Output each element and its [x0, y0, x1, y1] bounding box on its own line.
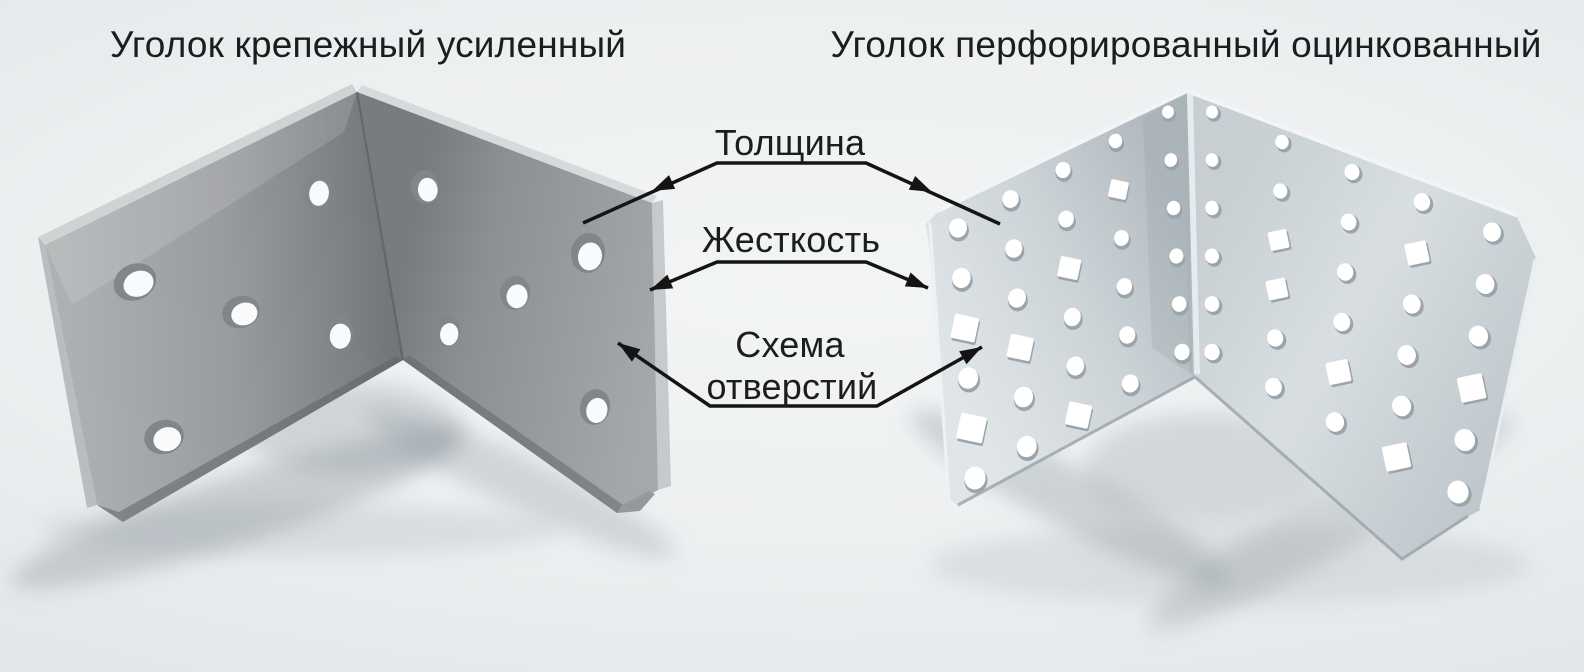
left-bracket: [38, 84, 671, 522]
right-bracket-right-wing: [1187, 91, 1536, 560]
arrowhead-icon: [618, 343, 641, 362]
arrowhead-icon: [652, 175, 676, 191]
callout-hole-pattern-label-line1: Схема: [735, 324, 845, 365]
arrowhead-icon: [908, 176, 932, 192]
left-product-title: Уголок крепежный усиленный: [109, 24, 627, 65]
callout-arrow-hole-pattern: [617, 341, 983, 408]
callout-arrow-rigidity: [649, 260, 929, 292]
arrowhead-icon: [904, 272, 928, 288]
callout-hole-pattern-label-line2: отверстий: [706, 366, 878, 407]
arrowhead-icon: [959, 347, 982, 365]
left-bracket-holes: [113, 170, 611, 455]
callout-arrows: [582, 161, 1001, 408]
arrowhead-icon: [650, 274, 674, 290]
right-bracket: [926, 88, 1537, 561]
right-bracket-holes-left-wing: [948, 105, 1192, 494]
callout-arrow-thickness: [582, 161, 1001, 226]
left-bracket-shadow: [11, 382, 675, 589]
callout-thickness-label: Толщина: [714, 122, 866, 163]
right-product-title: Уголок перфорированный оцинкованный: [830, 24, 1542, 65]
right-bracket-holes-right-wing: [1204, 105, 1504, 507]
callout-rigidity-label: Жесткость: [701, 219, 881, 260]
